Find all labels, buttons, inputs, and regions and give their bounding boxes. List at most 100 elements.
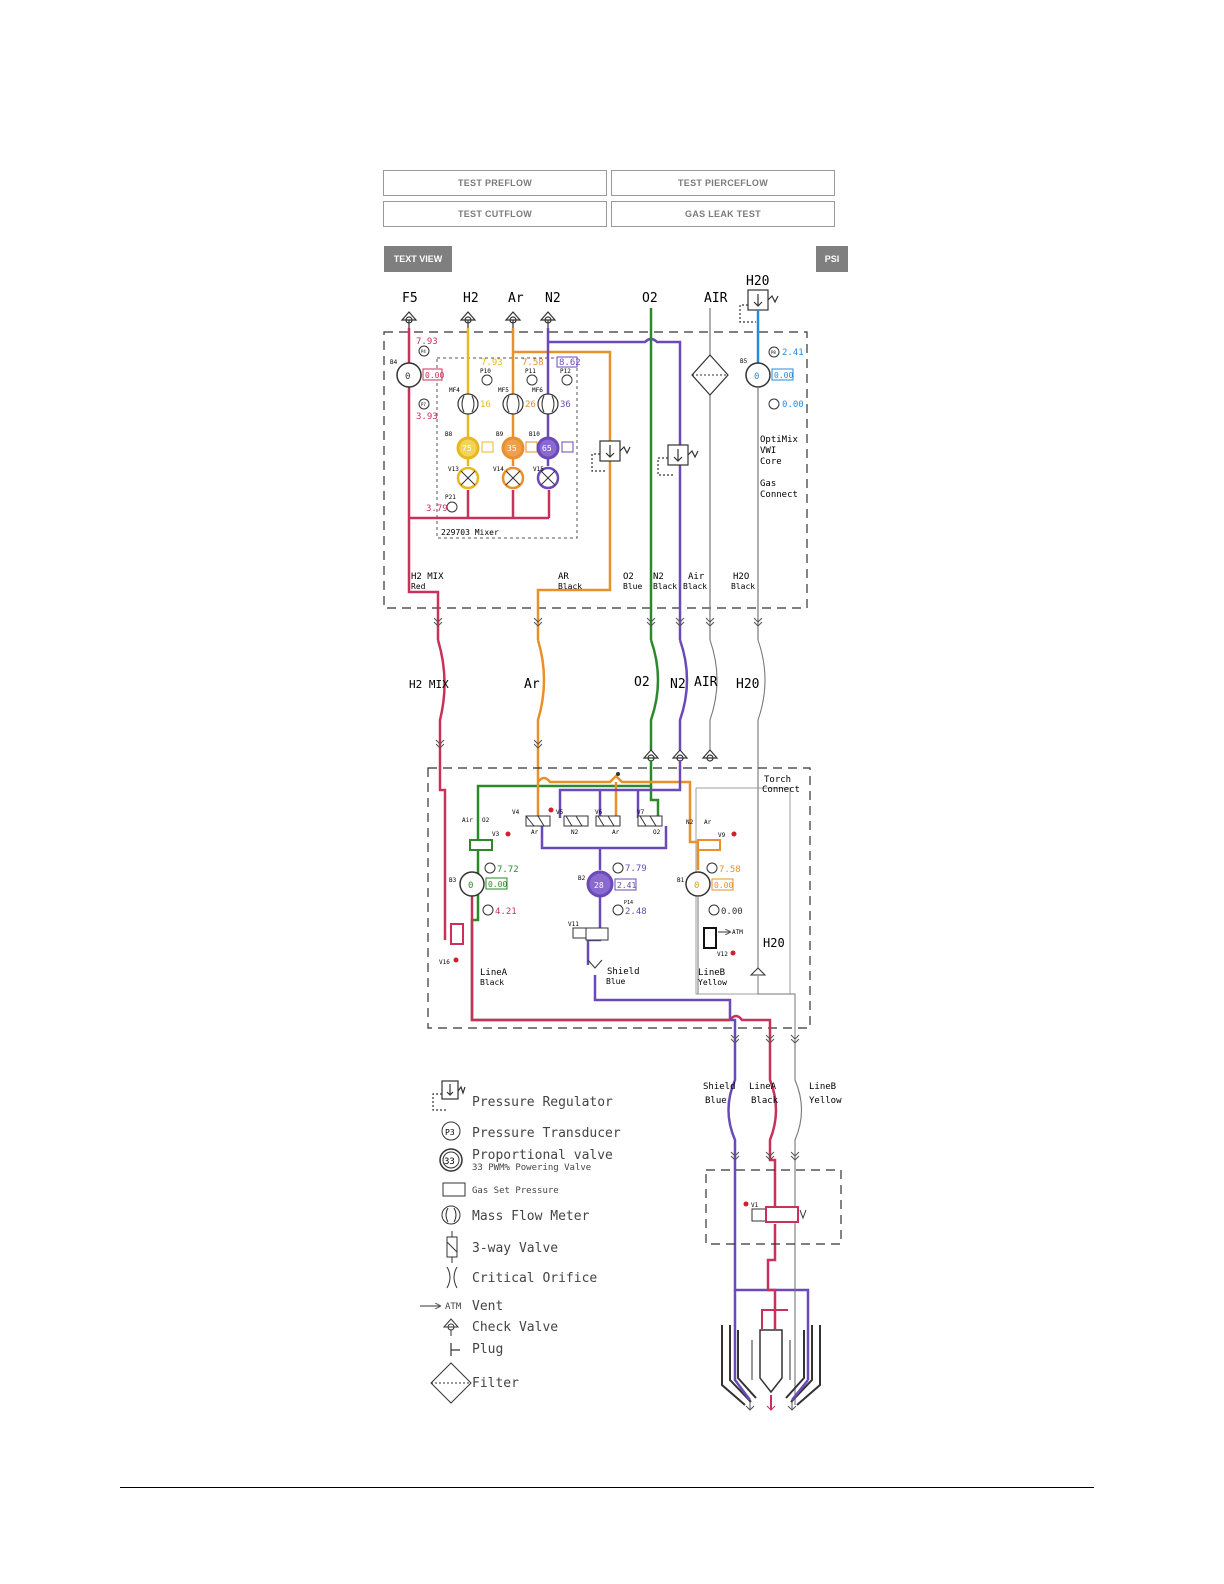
psi-units-button[interactable]: PSI [816,246,848,272]
p8-label: P8 [771,350,776,355]
p7-label: P7 [421,402,426,407]
legend-filter: Filter [472,1376,519,1391]
v7-label: V7 [637,809,645,816]
test-cutflow-button[interactable]: TEST CUTFLOW [383,201,607,227]
p10-transducer [481,374,493,386]
out-o2-color: Blue [623,582,642,591]
p6-transducer [706,862,718,874]
v1-valve [765,1206,799,1223]
v15-label: V15 [533,466,544,473]
v16-three-way-valve [450,923,464,945]
p9-transducer [768,398,780,410]
b1-set-pressure [711,878,734,891]
b8-label: B8 [445,431,453,438]
out-h2mix-label: H2 MIX [411,572,444,582]
p12-box [556,356,578,368]
inlet-h2-label: H2 [463,291,479,306]
hose-h2mix-label: H2 MIX [409,678,449,691]
lead-lineb-label: LineB [809,1082,836,1092]
b1-set-value: 0.00 [714,881,733,890]
out-n2-label: N2 [653,572,664,582]
hose-air-label: AIR [694,675,718,690]
out-h2o-color: Black [731,582,755,591]
torch-lineb-label: LineB [698,968,725,978]
b5-proportional-valve [745,362,771,388]
b10-proportional-valve [536,436,560,460]
p4-value: 7.93 [416,337,438,347]
p3-transducer [482,904,494,916]
gas-connect-label-2: Connect [760,490,798,500]
text-view-button[interactable]: TEXT VIEW [384,246,452,272]
filter-icon [430,1362,472,1404]
core-label-1: OptiMix [760,435,799,445]
b2-proportional-valve [586,870,614,898]
legend-p3-symbol: P3 [445,1128,455,1137]
torch-linea-label: LineA [480,968,508,978]
p10-value: 7.93 [481,358,503,368]
p21-value: 3.79 [426,504,448,514]
out-o2-label: O2 [623,572,634,582]
v9-status-indicator [731,831,737,837]
v12-status-indicator [730,950,736,956]
p5-value: 0.00 [721,907,743,917]
torch-lineb-color: Yellow [698,978,727,987]
lead-shield-color: Blue [705,1096,727,1106]
legend-plug: Plug [472,1342,503,1357]
mf4-label: MF4 [449,387,460,394]
out-h2o-label: H2O [733,572,749,582]
v3-o2-label: O2 [482,817,490,824]
v14-label: V14 [493,466,504,473]
hose-n2-label: N2 [670,677,686,692]
mf5-mass-flow-meter [502,393,524,415]
mf6-label: MF6 [532,387,543,394]
core-label-3: Core [760,457,782,467]
inlet-o2-label: O2 [642,291,658,306]
v9-n2-label: N2 [686,819,694,826]
p11-transducer [526,374,538,386]
out-air-label: Air [688,572,705,582]
torch-shield-label: Shield [607,967,640,977]
p14-label: P14 [624,900,633,906]
mf4-value: 16 [480,400,491,410]
v3-valve [469,839,493,851]
mf5-value: 26 [525,400,536,410]
b3-value: 0 [468,881,473,891]
p5-transducer [708,904,720,916]
legend-proportional-valve: Proportional valve [472,1148,613,1163]
torch-h2o-label: H20 [763,936,785,950]
critical-orifice-icon [446,1266,458,1289]
p12-value: 8.62 [559,358,581,368]
out-air-color: Black [683,582,707,591]
gas-leak-test-button[interactable]: GAS LEAK TEST [611,201,835,227]
legend-proportional-valve-sub: 33 PWM% Powering Valve [472,1163,591,1173]
mass-flow-meter-icon [441,1205,461,1225]
b9-label: B9 [496,431,504,438]
b10-value: 65 [542,444,552,453]
b5-value: 0 [754,372,759,382]
b4-value: 0 [405,372,410,382]
test-preflow-button[interactable]: TEST PREFLOW [383,170,607,196]
p3-value: 4.21 [495,907,517,917]
pressure-regulator-icon [432,1080,466,1111]
b3-label: B3 [449,877,457,884]
p2-value: 7.72 [497,865,519,875]
p7-value: 3.93 [416,412,438,422]
b9-proportional-valve [501,436,525,460]
v9-valve [697,839,721,851]
gas-set-pressure-icon [442,1182,466,1197]
check-valve-icon [442,1318,460,1336]
p7-transducer [418,398,430,410]
v11-valve [585,927,609,941]
b4-set-pressure [422,368,443,381]
b5-set-pressure [771,368,794,381]
test-pierceflow-button[interactable]: TEST PIERCEFLOW [611,170,835,196]
v7-gas-label: O2 [653,829,661,836]
lead-linea-color: Black [751,1096,779,1106]
v1-status-indicator [743,1201,749,1207]
p21-label: P21 [445,494,456,501]
mf4-mass-flow-meter [457,393,479,415]
v5-gas-label: N2 [571,829,579,836]
b2-label: B2 [578,875,586,882]
inlet-ar-label: Ar [508,291,524,306]
v5-status-indicator [548,807,554,813]
